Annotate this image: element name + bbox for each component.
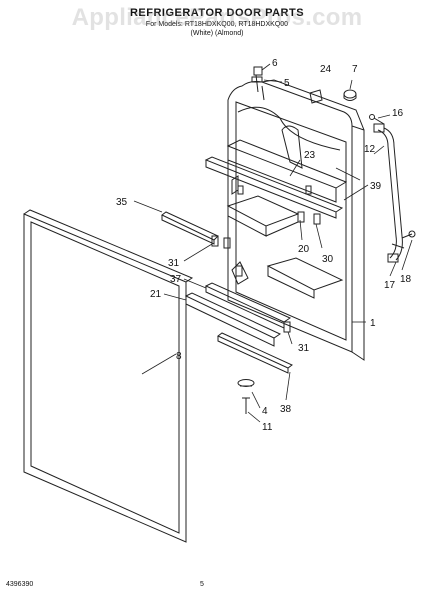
document-number: 4396390 (6, 581, 34, 588)
bottom-hinge-parts (237, 379, 255, 414)
callout-31b: 31 (298, 343, 310, 354)
callout-labels: 6 5 24 7 16 12 23 39 35 20 30 31 17 18 3… (116, 58, 412, 433)
callout-12: 12 (364, 144, 376, 155)
callout-17: 17 (384, 280, 396, 291)
callout-leader-lines (133, 63, 413, 423)
callout-5: 5 (284, 78, 290, 89)
callout-1: 1 (370, 318, 376, 329)
diagram-title: REFRIGERATOR DOOR PARTS (129, 7, 305, 19)
callout-20: 20 (298, 244, 310, 255)
top-hinge-parts (251, 66, 265, 101)
callout-6: 6 (272, 58, 278, 69)
cap-24 (309, 89, 323, 104)
page-number: 5 (200, 581, 204, 588)
model-numbers: For Models: RT18HDXKQ00, RT18HDXKQ00 (145, 21, 289, 28)
callout-21: 21 (150, 289, 162, 300)
upper-door-shelf (226, 139, 348, 203)
color-labels: (White) (Almond) (190, 30, 244, 37)
handle-screws (369, 114, 416, 249)
plug-7 (343, 89, 357, 101)
callout-11: 11 (262, 422, 273, 433)
callout-4: 4 (262, 406, 268, 417)
callout-35: 35 (116, 197, 128, 208)
door-liner (227, 79, 365, 361)
callout-31a: 31 (168, 258, 180, 269)
callout-24: 24 (320, 64, 332, 75)
callout-16: 16 (392, 108, 404, 119)
callout-18: 18 (400, 274, 412, 285)
callout-38: 38 (280, 404, 292, 415)
callout-39: 39 (370, 181, 382, 192)
callout-23: 23 (304, 150, 316, 161)
upper-shelf-rail (204, 156, 344, 219)
door-handle (373, 123, 403, 263)
callout-8: 8 (176, 351, 182, 362)
callout-30: 30 (322, 254, 334, 265)
middle-door-shelf (226, 195, 300, 237)
shelf-rail-35 (161, 211, 219, 245)
callout-7: 7 (352, 64, 358, 75)
shelf-end-clips (211, 185, 321, 333)
callout-37: 37 (170, 274, 182, 285)
bottom-rail-38 (217, 332, 293, 374)
watermark: AppliancePartsPros.com (71, 4, 363, 31)
door-gasket (23, 209, 194, 543)
lower-door-shelf (266, 257, 344, 299)
